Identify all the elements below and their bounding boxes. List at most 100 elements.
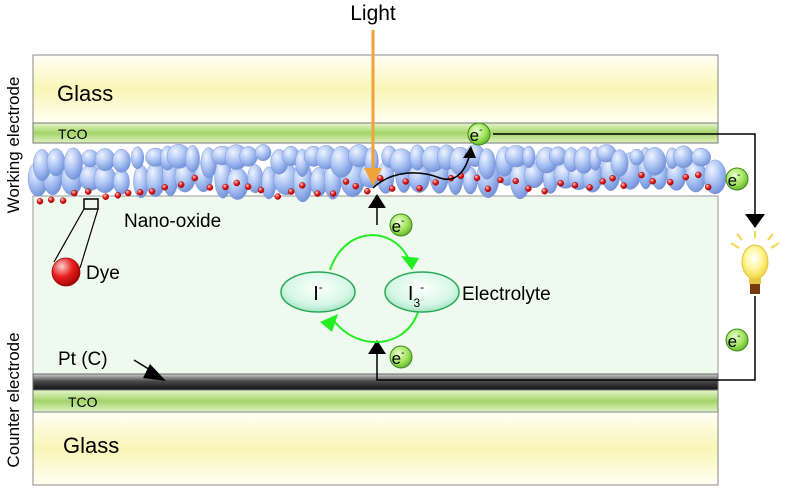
dye-molecule xyxy=(704,183,712,191)
nano-oxide-particle xyxy=(94,148,116,171)
dye-molecule xyxy=(329,190,337,197)
top-tco-label: TCO xyxy=(58,126,88,142)
light-beam-arrowhead xyxy=(364,168,382,186)
svg-text:e-: e- xyxy=(728,331,741,351)
nano-oxide-label: Nano-oxide xyxy=(124,211,221,232)
dye-molecule xyxy=(352,182,359,190)
return-arrow-up xyxy=(368,340,386,354)
electron-badge-circuit-top: e- xyxy=(725,167,749,191)
electrolyte-label: Electrolyte xyxy=(462,284,551,305)
iodide-ion xyxy=(280,271,356,313)
dye-molecule xyxy=(638,171,645,179)
bottom-glass-label: Glass xyxy=(63,433,119,458)
dye-molecule xyxy=(257,186,265,194)
electron-injection-path xyxy=(372,153,471,189)
dye-molecule xyxy=(274,193,282,200)
electron-badge-counter: e- xyxy=(389,345,413,369)
dye-molecule xyxy=(36,198,44,205)
svg-text:e-: e- xyxy=(392,216,405,236)
pt-pointer-arrowhead xyxy=(143,364,166,381)
dye-molecule xyxy=(102,193,109,200)
dye-molecule xyxy=(682,173,690,181)
svg-text:e-: e- xyxy=(392,348,405,368)
redox-arc-top xyxy=(329,234,411,271)
dye-molecule xyxy=(244,183,252,190)
dye-molecule xyxy=(416,185,423,192)
dye-molecule xyxy=(388,185,396,192)
dye-molecule xyxy=(620,182,627,189)
dye-molecule xyxy=(342,178,350,185)
pt-label: Pt (C) xyxy=(58,349,108,370)
dye-molecule xyxy=(571,181,579,189)
electron-badge-dye: e- xyxy=(389,213,413,237)
dye-molecule xyxy=(222,183,229,191)
nano-oxide-particle xyxy=(643,147,667,176)
circuit-wire-bottom xyxy=(718,296,756,381)
dye-molecule xyxy=(191,174,199,182)
electron-badge-circuit-bottom: e- xyxy=(725,328,749,352)
light-label: Light xyxy=(350,2,396,25)
dye-molecule xyxy=(599,178,606,185)
redox-arrowhead-left xyxy=(320,314,338,332)
bottom-tco-layer xyxy=(32,389,719,413)
dye-molecule xyxy=(233,179,241,187)
counter-electrode-label: Counter electrode xyxy=(4,332,23,467)
bottom-glass-layer xyxy=(32,411,719,486)
dye-molecule xyxy=(364,187,371,195)
nano-oxide-particle xyxy=(46,148,66,177)
redox-arrowhead-right xyxy=(401,256,419,270)
dye-molecule xyxy=(206,184,214,191)
dye-molecule xyxy=(299,182,306,189)
dye-zoom-line-right xyxy=(79,208,99,269)
electron-badge-tco: e- xyxy=(467,122,491,146)
dye-molecule xyxy=(71,189,78,197)
dye-molecule xyxy=(609,174,616,182)
dye-molecule xyxy=(148,188,156,195)
working-electrode-label: Working electrode xyxy=(4,77,23,214)
dye-molecule xyxy=(473,174,481,182)
nano-oxide-particle xyxy=(691,147,711,167)
nano-oxide-particle xyxy=(185,145,200,173)
nano-oxide-particle xyxy=(130,146,145,170)
dye-molecule xyxy=(525,185,532,192)
dye-molecule xyxy=(695,171,702,179)
pt-layer xyxy=(32,373,719,391)
nano-oxide-particle xyxy=(254,144,272,162)
dye-zoom-box xyxy=(83,198,99,210)
top-glass-layer xyxy=(32,54,719,124)
nano-oxide-particle xyxy=(63,147,83,180)
dye-molecule xyxy=(497,176,504,184)
nano-oxide-particle xyxy=(112,148,131,173)
nano-oxide-particle xyxy=(610,149,629,177)
dye-molecule xyxy=(136,189,144,196)
dye-molecule xyxy=(177,181,185,188)
dye-molecule xyxy=(432,179,439,186)
nano-oxide-particle xyxy=(239,146,258,167)
circuit-wire-return xyxy=(376,352,718,381)
nano-oxide-particle xyxy=(145,161,166,198)
dye-molecule xyxy=(586,184,593,191)
dye-molecule xyxy=(287,188,295,195)
circuit-arrow-down xyxy=(745,214,765,228)
redox-arc-bottom xyxy=(331,311,419,343)
svg-text:e-: e- xyxy=(728,170,741,190)
dye-molecule xyxy=(512,177,519,185)
dye-molecule xyxy=(484,185,492,193)
dye-molecule xyxy=(667,178,674,186)
nano-oxide-particle xyxy=(629,148,644,166)
dye-molecule xyxy=(402,178,409,185)
injection-arrowhead xyxy=(463,146,476,158)
dye-molecule xyxy=(314,190,321,197)
bottom-tco-label: TCO xyxy=(68,394,98,410)
dye-molecule-enlarged xyxy=(51,257,81,287)
top-glass-label: Glass xyxy=(57,81,113,106)
svg-text:e-: e- xyxy=(470,125,483,145)
dye-regeneration-arrowhead xyxy=(368,194,386,208)
nano-oxide-particle xyxy=(478,148,496,180)
triiodide-ion xyxy=(384,271,460,313)
nano-oxide-particle xyxy=(673,145,694,169)
dye-molecule xyxy=(47,196,55,204)
dye-molecule xyxy=(59,197,67,204)
triiodide-label: I3- xyxy=(408,280,424,310)
